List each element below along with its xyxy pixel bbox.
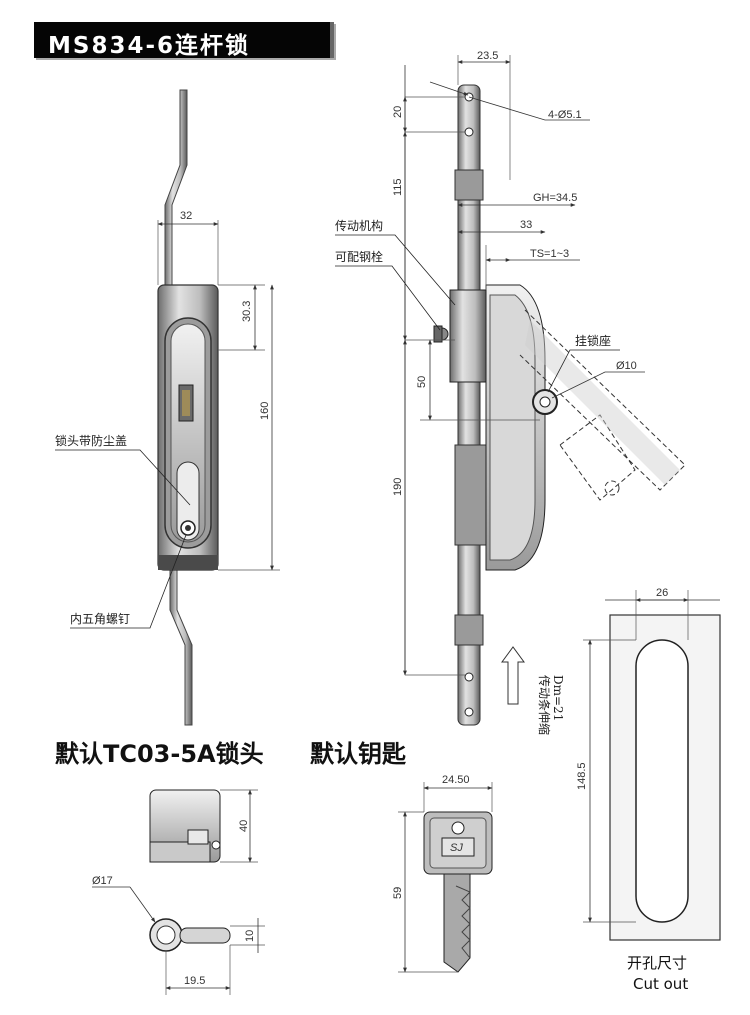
dim-width: 32 [180, 210, 192, 222]
dim-cutout-height: 148.5 [576, 762, 588, 790]
dim-upper: 115 [392, 178, 404, 196]
dim-cyl-height: 40 [238, 820, 250, 832]
callout-padlock-seat: 挂锁座 [575, 333, 611, 348]
arrow-note-dm: Dm=21 [551, 675, 565, 721]
dim-hole-spec: 4-Ø5.1 [548, 109, 582, 121]
dim-lower: 190 [392, 478, 404, 496]
dim-cyl-cam: 10 [244, 930, 256, 942]
dim-key-length: 59 [392, 887, 404, 899]
dim-top: 30.3 [241, 301, 253, 322]
callout-dust-cover: 锁头带防尘盖 [55, 433, 127, 448]
dim-hole-spacing: 20 [392, 106, 404, 118]
cylinder-heading: 默认TC03-5A锁头 [55, 740, 264, 768]
key-logo: SJ [450, 842, 463, 854]
callout-screw: 内五角螺钉 [70, 612, 130, 626]
dim-key-width: 24.50 [442, 774, 470, 786]
dim-ring: Ø10 [616, 360, 637, 372]
side-view: 23.5 20 4-Ø5.1 115 190 50 GH=34.5 33 TS=… [335, 50, 686, 735]
callout-drive: 传动机构 [335, 218, 383, 233]
key-heading: 默认钥匙 [310, 740, 407, 768]
cutout-view: 26 148.5 开孔尺寸 Cut out [576, 587, 721, 993]
dim-cyl-diameter: Ø17 [92, 875, 113, 887]
cylinder-view: 默认TC03-5A锁头 40 Ø17 10 19.5 [55, 740, 265, 995]
title-bar: MS834-6连杆锁 [34, 22, 334, 59]
dim-gh: GH=34.5 [533, 192, 577, 204]
dim-mid: 50 [416, 376, 428, 388]
dim-top-width: 23.5 [477, 50, 498, 62]
dim-cyl-cam-len: 19.5 [184, 975, 205, 987]
dim-ts: TS=1~3 [530, 248, 569, 260]
callout-rod: 可配钢栓 [335, 249, 383, 264]
cutout-label-en: Cut out [633, 975, 688, 993]
page-title: MS834-6连杆锁 [48, 33, 251, 59]
arrow-note-cn: 传动条伸缩 [537, 675, 552, 735]
dim-body: 160 [259, 402, 271, 420]
dim-cutout-width: 26 [656, 587, 668, 599]
dim-depth: 33 [520, 219, 532, 231]
front-view: 32 30.3 160 锁头带防尘盖 内五角螺钉 [55, 89, 280, 726]
cutout-label-cn: 开孔尺寸 [627, 954, 687, 972]
key-view: 默认钥匙 SJ 24.50 59 [310, 740, 493, 973]
